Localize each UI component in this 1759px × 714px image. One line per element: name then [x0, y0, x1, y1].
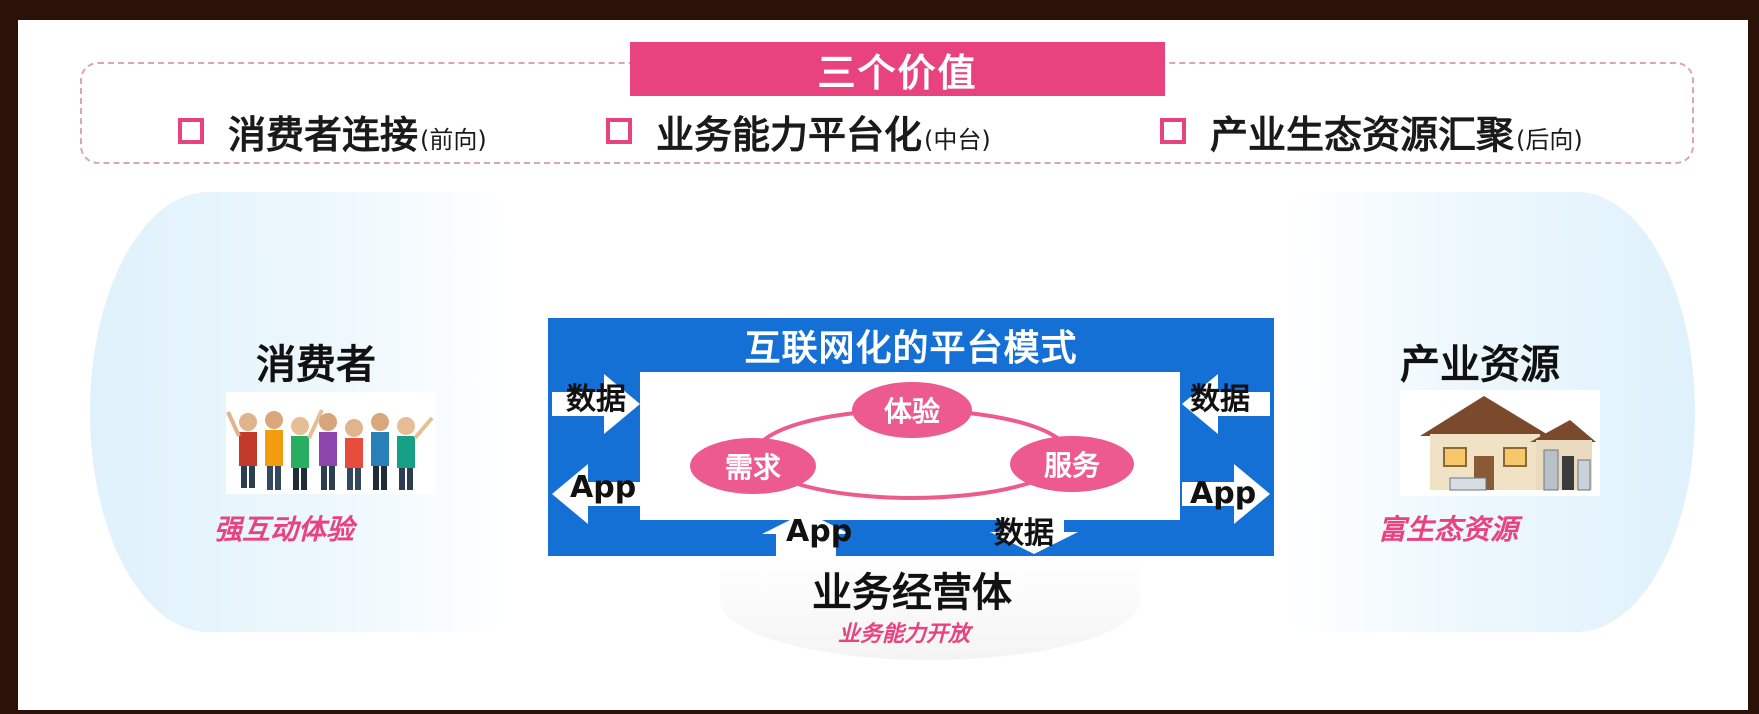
- consumer-caption: 强互动体验: [214, 513, 355, 546]
- value-item-platformization: 业务能力平台化 (中台): [606, 104, 991, 159]
- checkbox-square-icon: [1160, 118, 1186, 144]
- values-title: 三个价值: [630, 42, 1165, 96]
- value-item-label: 产业生态资源汇聚: [1210, 113, 1515, 157]
- left-data-label: 数据: [566, 382, 626, 417]
- bottom-app-label: App: [786, 514, 853, 549]
- value-item-label: 业务能力平台化: [656, 113, 923, 157]
- platform-title: 互联网化的平台模式: [744, 328, 1078, 369]
- value-item-consumer-connection: 消费者连接 (前向): [178, 104, 487, 159]
- checkbox-square-icon: [606, 118, 632, 144]
- consumer-title: 消费者: [256, 342, 376, 388]
- bottom-data-arrow: [990, 512, 1078, 554]
- bottom-app-arrow: [762, 512, 850, 556]
- right-data-label: 数据: [1190, 382, 1250, 417]
- house-appliances-image: [1400, 390, 1600, 496]
- right-app-label: App: [1190, 476, 1257, 511]
- value-item-ecosystem: 产业生态资源汇聚 (后向): [1160, 104, 1583, 159]
- node-service: 服务: [1010, 436, 1134, 492]
- checkbox-square-icon: [178, 118, 204, 144]
- right-data-arrow: [1182, 374, 1270, 434]
- right-app-arrow: [1182, 464, 1270, 524]
- people-group-image: [226, 392, 436, 494]
- node-demand: 需求: [690, 438, 816, 494]
- value-item-sub: (后向): [1516, 126, 1583, 154]
- operations-base: [720, 556, 1140, 660]
- operations-caption: 业务能力开放: [838, 622, 971, 647]
- industry-caption: 富生态资源: [1378, 513, 1519, 546]
- industry-title: 产业资源: [1400, 342, 1560, 388]
- left-app-label: App: [570, 470, 637, 505]
- operations-title: 业务经营体: [812, 570, 1012, 616]
- value-item-sub: (中台): [924, 126, 991, 154]
- node-experience: 体验: [852, 382, 972, 438]
- left-app-arrow: [552, 464, 640, 524]
- bottom-data-label: 数据: [994, 516, 1054, 551]
- left-data-arrow: [552, 374, 640, 434]
- value-item-label: 消费者连接: [228, 113, 419, 157]
- value-item-sub: (前向): [420, 126, 487, 154]
